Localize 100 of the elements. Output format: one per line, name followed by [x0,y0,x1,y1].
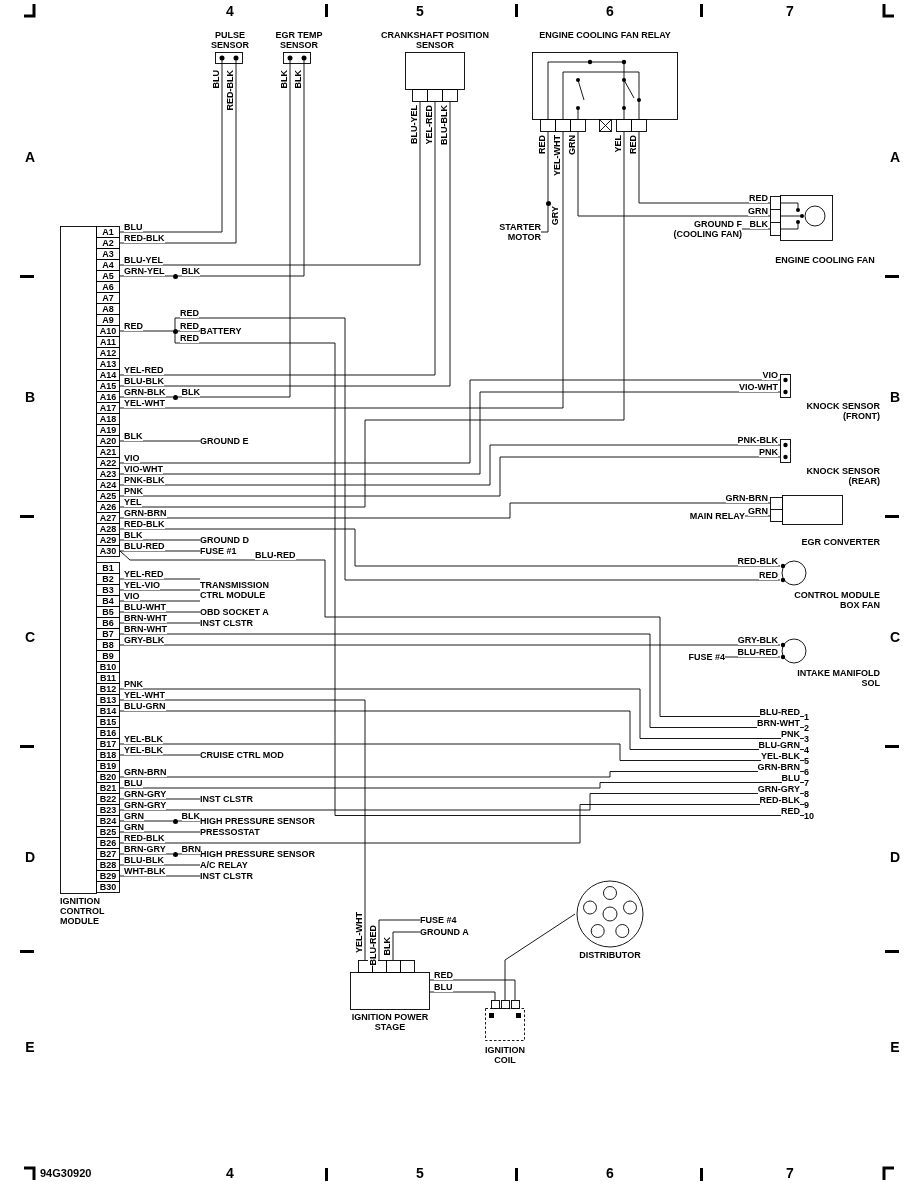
component-label: INST CLSTR [200,618,253,628]
wire-color-label: BLU [211,70,221,89]
connector-pin-number: 5 [804,755,809,766]
grid-reference: 7 [785,1166,795,1181]
pin-number: A13 [98,359,118,369]
pin-number: A22 [98,458,118,468]
grid-reference: 4 [225,1166,235,1181]
wire-color-label: RED-BLK [737,556,778,566]
wire [119,528,781,567]
component-label: FUSE #1 [200,546,237,556]
wire [119,275,174,277]
pin-number: B16 [98,728,118,738]
wire [119,65,223,233]
grid-reference: 6 [605,1166,615,1181]
grid-reference: E [889,1040,901,1055]
pin-number: B29 [98,871,118,881]
connector-pin-number: 3 [804,733,809,744]
wire-color-label: GRY-BLK [124,635,165,645]
pin-number: A26 [98,502,118,512]
pin-number: B11 [99,673,117,683]
wire [119,710,805,750]
wire-color-label: BLU-GRN [758,739,800,750]
grid-reference: A [23,150,37,165]
pin-number: A14 [98,370,118,380]
wire [177,65,305,277]
grid-reference: D [888,850,902,865]
component-label: PRESSOSTAT [200,827,260,837]
wire-color-label: YEL-WHT [124,690,165,700]
wire [119,539,201,541]
wire-color-label: GRN [567,135,577,155]
wire-color-label: YEL-RED [424,105,434,145]
wire [119,600,201,602]
connector-pin-number: 7 [804,777,809,788]
component-label: EGR CONVERTER [800,537,880,547]
wire-color-label: RED-BLK [124,233,165,243]
wire-color-label: BLU-BLK [439,105,449,145]
wire [119,502,771,519]
wire [119,804,805,844]
wire [744,515,771,517]
pin-number: A15 [98,381,118,391]
pin-number: B3 [101,585,115,595]
wire [119,131,564,409]
wire [741,228,771,230]
wire [724,656,781,658]
pin-number: A27 [98,513,118,523]
wire [119,853,174,855]
component-label: KNOCK SENSOR (FRONT) [805,401,880,421]
pin-number: A7 [101,293,115,303]
wire-color-label: GRN [124,811,144,821]
wire-color-label: RED [781,805,800,816]
wire-color-label: BLU-RED [368,925,378,966]
component-label: OBD SOCKET A [200,607,269,617]
pin-number: B13 [98,695,118,705]
wire-color-label: PNK-BLK [737,435,778,445]
pin-number: B7 [101,629,115,639]
pin-number: A8 [101,304,115,314]
component-label: HIGH PRESSURE SENSOR [200,849,316,859]
wire [638,131,771,204]
wire-color-label: BLK [181,811,200,821]
pin-number: B30 [98,882,118,892]
grid-reference: 5 [415,4,425,19]
pin-number: A30 [98,546,118,556]
component-label: PULSE SENSOR [210,30,250,50]
component-label: IGNITION COIL [484,1045,526,1065]
wire [119,864,201,866]
wire [119,798,201,800]
wire [119,131,625,508]
grid-reference: B [888,390,902,405]
pin-number: A24 [98,480,118,490]
wire [119,611,201,613]
wire [547,131,549,202]
wire-color-label: BLK [293,70,303,89]
wire-color-label: BRN-WHT [124,624,167,634]
wire [119,875,201,877]
pin-number: B26 [98,838,118,848]
grid-reference: 5 [415,1166,425,1181]
wire-color-label: BLK [279,70,289,89]
wire [429,991,496,1001]
wire [119,793,805,811]
pin-number: B28 [98,860,118,870]
wire-color-label: YEL-VIO [124,580,160,590]
wire [174,333,805,816]
wire [119,456,781,497]
wire-color-label: RED [759,570,778,580]
pin-number: A17 [98,403,118,413]
wire-color-label: RED [124,321,143,331]
wire-color-label: BLU [124,222,143,232]
component-label: GROUND E [200,436,249,446]
pin-number: B8 [101,640,115,650]
wire [429,979,516,1001]
pin-number: B6 [101,618,115,628]
wire-color-label: BLU-RED [255,550,296,560]
component-label: EGR TEMP SENSOR [274,30,324,50]
wire [177,853,201,855]
wire [119,101,421,266]
wire [540,205,549,233]
wire [119,644,781,646]
pin-number: B23 [98,805,118,815]
pin-number: A25 [98,491,118,501]
wire-color-label: BLU-BLK [124,376,164,386]
